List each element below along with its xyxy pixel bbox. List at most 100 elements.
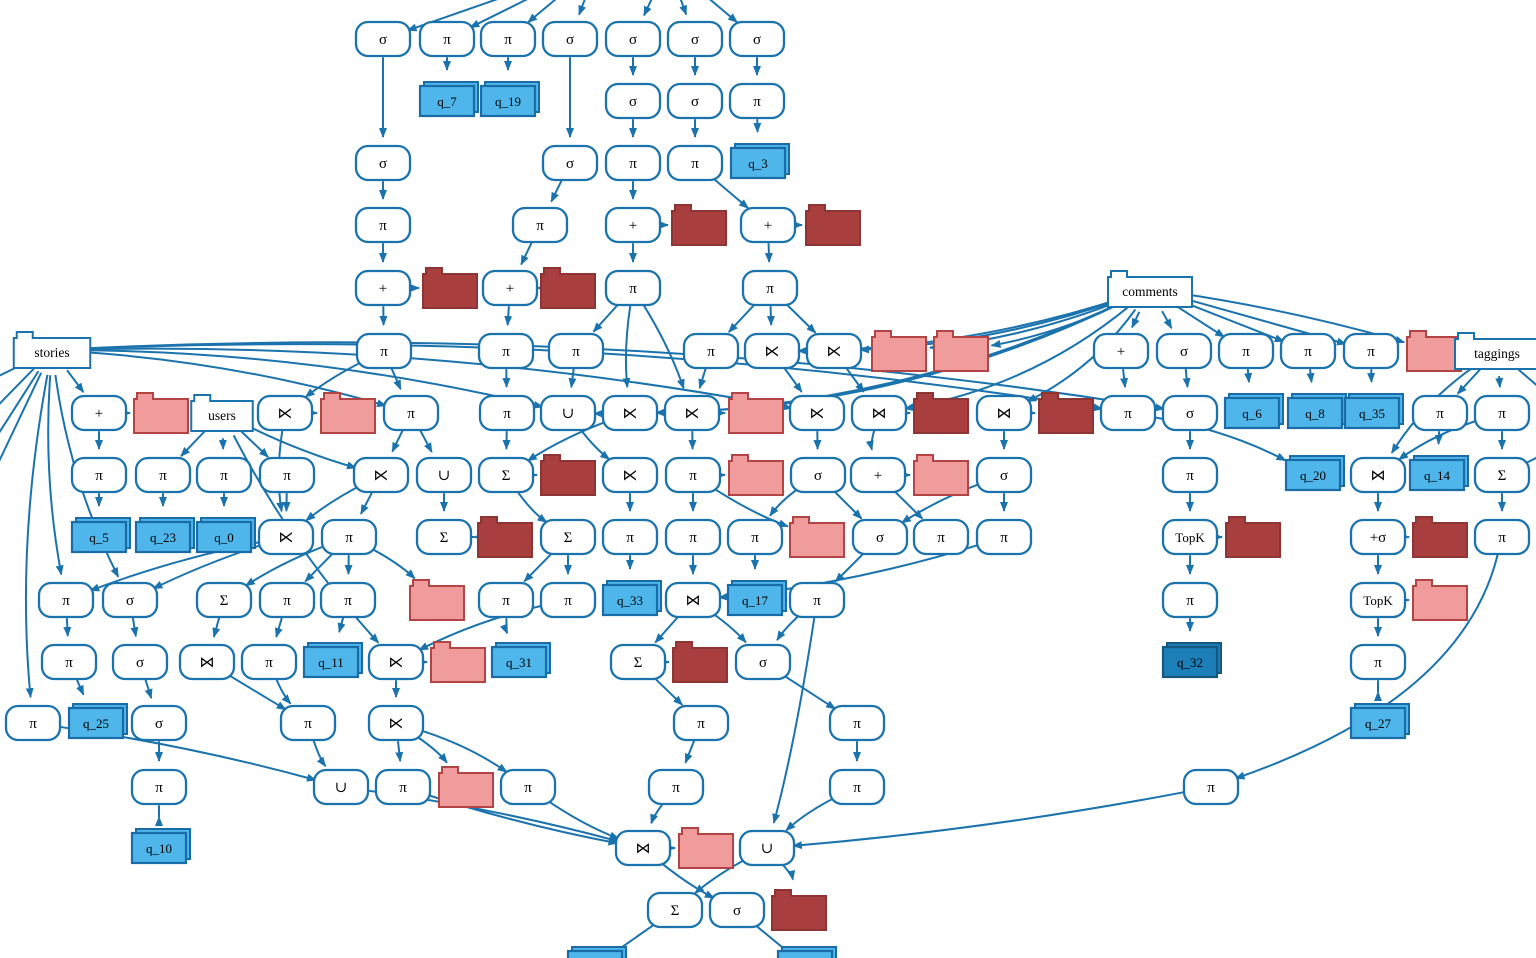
op-node-project-pi[interactable]: π [37,581,95,619]
cache-folder-pink[interactable] [438,766,494,808]
op-node-select-sigma[interactable]: σ [541,144,599,182]
op-node-topk[interactable]: TopK [1161,518,1219,556]
op-node-union[interactable]: ∪ [415,456,473,494]
op-node-semijoin[interactable]: ⋉ [256,394,314,432]
cache-folder-pink[interactable] [1406,330,1462,372]
table-node-taggings[interactable]: taggings [1454,332,1536,370]
op-node-project-pi[interactable]: π [1349,643,1407,681]
op-node-select-sigma[interactable]: σ [1161,394,1219,432]
op-node-project-pi[interactable]: π [1161,456,1219,494]
op-node-join-bowtie[interactable]: ⋈ [614,829,672,867]
op-node-project-pi[interactable]: π [511,206,569,244]
cache-folder-pink[interactable] [913,454,969,496]
op-node-union[interactable]: ∪ [738,829,796,867]
op-node-project-pi[interactable]: π [728,82,786,120]
result-node-q_27[interactable]: q_27 [1349,703,1410,740]
op-node-project-pi[interactable]: π [664,518,722,556]
op-node-aggregate-sigma[interactable]: Σ [539,518,597,556]
op-node-semijoin[interactable]: ⋉ [257,518,315,556]
op-node-select-sigma[interactable]: σ [354,20,412,58]
cache-folder-pink[interactable] [933,330,989,372]
op-node-project-pi[interactable]: π [499,768,557,806]
result-node-q_11[interactable]: q_11 [302,642,363,679]
op-node-project-pi[interactable]: π [354,206,412,244]
result-node-q_6[interactable]: q_6 [1223,393,1284,430]
op-node-plus[interactable]: + [849,456,907,494]
op-node-project-pi[interactable]: π [40,643,98,681]
op-node-project-pi[interactable]: π [130,768,188,806]
cache-folder-pink[interactable] [728,392,784,434]
cache-folder-pink[interactable] [871,330,927,372]
op-node-plus[interactable]: + [481,269,539,307]
result-node-q_7[interactable]: q_7 [418,81,479,118]
op-node-project-pi[interactable]: π [1473,518,1531,556]
op-node-select-sigma[interactable]: σ [111,643,169,681]
op-node-project-pi[interactable]: π [4,704,62,742]
result-node-q_31[interactable]: q_31 [490,642,551,679]
result-node-partial[interactable] [776,946,837,958]
op-node-semijoin[interactable]: ⋉ [805,332,863,370]
cache-folder-pink[interactable] [728,454,784,496]
op-node-select-sigma[interactable]: σ [708,891,766,929]
op-node-project-pi[interactable]: π [134,456,192,494]
op-node-semijoin[interactable]: ⋉ [352,456,410,494]
op-node-select-sigma[interactable]: σ [975,456,1033,494]
op-node-plus[interactable]: + [70,394,128,432]
op-node-semijoin[interactable]: ⋉ [743,332,801,370]
op-node-union[interactable]: ∪ [539,394,597,432]
op-node-plus[interactable]: + [1092,332,1150,370]
op-node-project-pi[interactable]: π [195,456,253,494]
op-node-aggregate-sigma[interactable]: Σ [415,518,473,556]
op-node-select-sigma[interactable]: σ [666,20,724,58]
op-node-plus[interactable]: + [739,206,797,244]
op-node-plus[interactable]: + [604,206,662,244]
result-node-q_20[interactable]: q_20 [1284,455,1345,492]
op-node-project-pi[interactable]: π [604,269,662,307]
op-node-project-pi[interactable]: π [1099,394,1157,432]
op-node-project-pi[interactable]: π [319,581,377,619]
op-node-project-pi[interactable]: π [374,768,432,806]
op-node-semijoin[interactable]: ⋉ [367,704,425,742]
op-node-project-pi[interactable]: π [741,269,799,307]
op-node-select-sigma[interactable]: σ [541,20,599,58]
op-node-project-pi[interactable]: π [828,768,886,806]
op-node-join-bowtie[interactable]: ⋈ [1349,456,1407,494]
op-node-project-pi[interactable]: π [672,704,730,742]
op-node-select-sigma[interactable]: σ [101,581,159,619]
op-node-project-pi[interactable]: π [601,518,659,556]
op-node-project-pi[interactable]: π [1411,394,1469,432]
op-node-project-pi[interactable]: π [647,768,705,806]
op-node-project-pi[interactable]: π [788,581,846,619]
cache-folder-dark[interactable] [422,267,478,309]
result-node-q_23[interactable]: q_23 [134,517,195,554]
op-node-project-pi[interactable]: π [258,456,316,494]
op-node-select-sigma[interactable]: σ [604,20,662,58]
op-node-project-pi[interactable]: π [1279,332,1337,370]
op-node-project-pi[interactable]: π [539,581,597,619]
cache-folder-pink[interactable] [133,392,189,434]
result-node-q_3[interactable]: q_3 [729,143,790,180]
op-node-project-pi[interactable]: π [682,332,740,370]
op-node-select-sigma[interactable]: σ [666,82,724,120]
op-node-aggregate-sigma[interactable]: Σ [646,891,704,929]
cache-folder-dark[interactable] [672,641,728,683]
op-node-aggregate-sigma[interactable]: Σ [1473,456,1531,494]
op-node-project-pi[interactable]: π [477,581,535,619]
op-node-project-pi[interactable]: π [355,332,413,370]
op-node-project-pi[interactable]: π [320,518,378,556]
op-node-select-sigma[interactable]: σ [728,20,786,58]
table-node-comments[interactable]: comments [1107,270,1193,308]
op-node-aggregate-sigma[interactable]: Σ [477,456,535,494]
op-node-select-sigma[interactable]: σ [1155,332,1213,370]
result-node-q_17[interactable]: q_17 [726,580,787,617]
op-node-project-pi[interactable]: π [240,643,298,681]
cache-folder-dark[interactable] [771,889,827,931]
table-node-stories[interactable]: stories [12,331,92,369]
op-node-project-pi[interactable]: π [604,144,662,182]
op-node-join-bowtie[interactable]: ⋈ [975,394,1033,432]
cache-folder-dark[interactable] [671,204,727,246]
op-node-semijoin[interactable]: ⋉ [601,456,659,494]
op-node-plus[interactable]: + [354,269,412,307]
result-node-partial[interactable] [566,946,627,958]
cache-folder-dark[interactable] [805,204,861,246]
